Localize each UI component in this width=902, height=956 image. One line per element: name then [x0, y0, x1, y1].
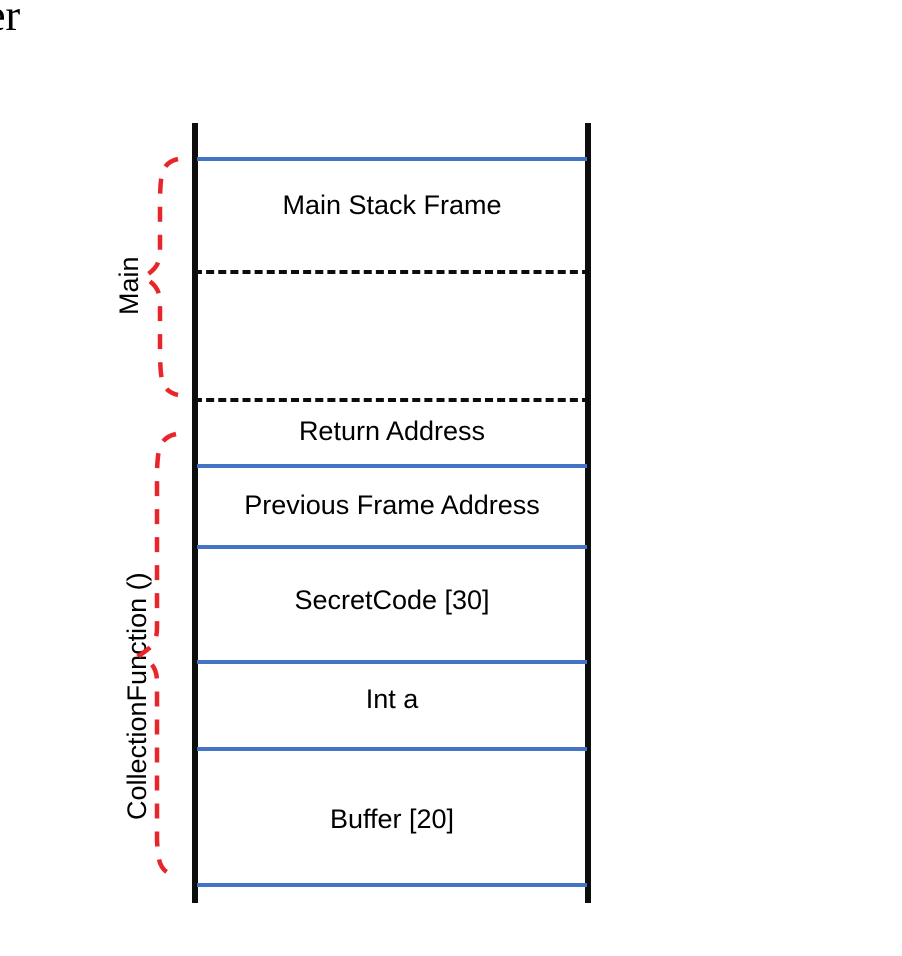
divider-previous-frame — [197, 545, 587, 549]
cell-buffer: Buffer [20] — [329, 804, 455, 834]
cropped-heading-fragment: er — [0, 0, 21, 40]
divider-int-a — [197, 747, 587, 751]
brace-main — [140, 156, 179, 398]
region-label-collection-function: CollectionFunction () — [122, 572, 152, 820]
divider-secret-code — [197, 660, 587, 664]
divider-main-dashed-upper — [194, 270, 590, 274]
divider-main-dashed-lower — [194, 398, 590, 402]
cell-return-address: Return Address — [298, 416, 486, 446]
stack-right-border — [585, 123, 591, 903]
stack-left-border — [192, 123, 198, 903]
divider-buffer-bottom — [197, 883, 587, 887]
divider-top — [197, 157, 587, 161]
cell-secret-code: SecretCode [30] — [294, 585, 490, 615]
cell-main-stack-frame: Main Stack Frame — [282, 190, 502, 220]
divider-return-address — [197, 464, 587, 468]
cell-int-a: Int a — [365, 684, 419, 714]
region-label-main: Main — [114, 256, 144, 315]
cell-previous-frame-address: Previous Frame Address — [244, 490, 540, 520]
